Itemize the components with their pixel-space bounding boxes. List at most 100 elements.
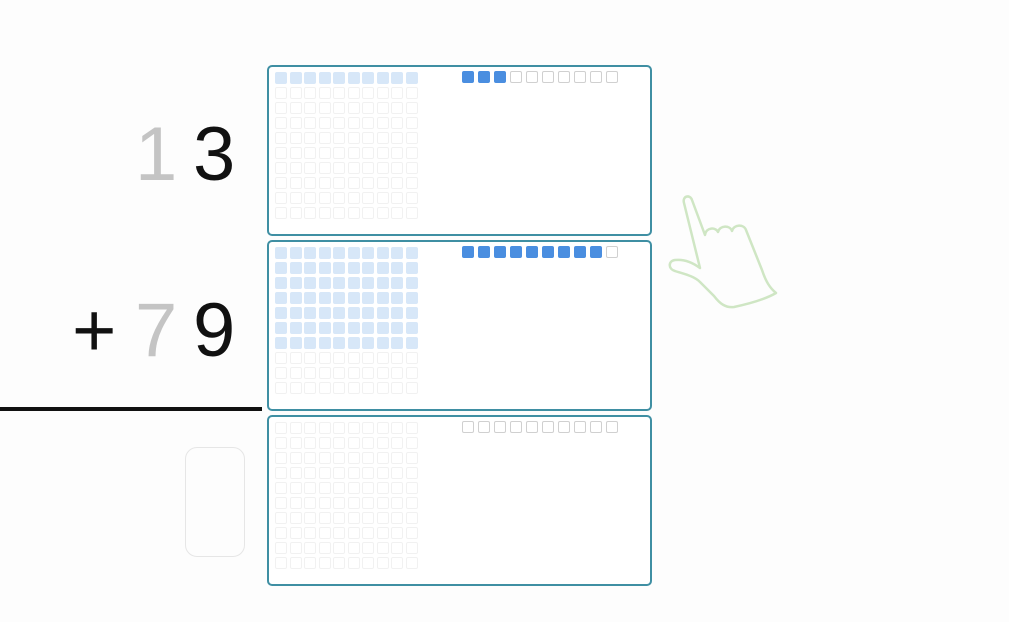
counting-panel-bottom[interactable] [267,415,652,586]
unit-cell[interactable] [347,247,360,259]
unit-cell[interactable] [304,482,316,494]
unit-cell[interactable] [362,557,374,569]
unit-cell[interactable] [304,177,316,189]
unit-cell[interactable] [318,482,331,494]
unit-cell[interactable] [405,352,418,364]
unit-cell[interactable] [318,367,331,379]
unit-cell[interactable] [318,527,331,539]
unit-cell[interactable] [333,102,345,114]
unit-cell[interactable] [405,437,418,449]
unit-cell[interactable] [347,177,360,189]
unit-cell[interactable] [289,352,302,364]
unit-cell[interactable] [347,207,360,219]
unit-cell[interactable] [275,277,287,289]
unit-cell[interactable] [289,337,302,349]
unit-cell[interactable] [318,322,331,334]
unit-cell[interactable] [405,322,418,334]
unit-cell[interactable] [376,132,389,144]
unit-cell[interactable] [347,527,360,539]
unit-cell[interactable] [362,292,374,304]
unit-cell[interactable] [304,277,316,289]
unit-cell[interactable] [362,262,374,274]
unit-cell[interactable] [405,292,418,304]
unit-cell[interactable] [304,102,316,114]
unit-cell[interactable] [289,542,302,554]
unit-cell[interactable] [318,437,331,449]
unit-cell[interactable] [391,72,403,84]
unit-cell[interactable] [362,207,374,219]
unit-cell[interactable] [289,117,302,129]
unit-cell[interactable] [289,557,302,569]
unit-cell[interactable] [405,247,418,259]
unit-cell[interactable] [347,512,360,524]
unit-cell[interactable] [318,247,331,259]
unit-cell[interactable] [275,497,287,509]
unit-cell[interactable] [289,422,302,434]
unit-cell[interactable] [289,467,302,479]
unit-cell[interactable] [376,452,389,464]
unit-cell[interactable] [347,322,360,334]
unit-cell[interactable] [405,467,418,479]
unit-cell[interactable] [333,557,345,569]
unit-cell[interactable] [376,117,389,129]
unit-cell[interactable] [405,262,418,274]
unit-cell[interactable] [405,277,418,289]
unit-cell[interactable] [376,557,389,569]
unit-cell[interactable] [347,117,360,129]
unit-cell[interactable] [318,132,331,144]
unit-cell[interactable] [289,247,302,259]
unit-cell[interactable] [275,117,287,129]
counting-panel-middle[interactable] [267,240,652,411]
unit-cell[interactable] [333,277,345,289]
unit-cell[interactable] [376,147,389,159]
unit-cell[interactable] [362,382,374,394]
unit-cell[interactable] [391,262,403,274]
unit-cell[interactable] [391,437,403,449]
unit-cell[interactable] [391,177,403,189]
unit-cell[interactable] [405,497,418,509]
unit-cell[interactable] [391,147,403,159]
unit-cell[interactable] [318,207,331,219]
unit-cell[interactable] [391,277,403,289]
unit-cell[interactable] [304,352,316,364]
unit-cell[interactable] [391,367,403,379]
unit-cell[interactable] [275,262,287,274]
unit-cell[interactable] [347,72,360,84]
unit-cell[interactable] [318,382,331,394]
unit-cell[interactable] [333,192,345,204]
unit-cell[interactable] [275,467,287,479]
unit-cell[interactable] [347,102,360,114]
unit-cell[interactable] [362,527,374,539]
unit-cell[interactable] [318,87,331,99]
unit-cell[interactable] [376,437,389,449]
unit-cell[interactable] [376,367,389,379]
unit-cell[interactable] [405,177,418,189]
unit-cell[interactable] [289,512,302,524]
unit-cell[interactable] [275,72,287,84]
unit-cell[interactable] [304,162,316,174]
unit-cell[interactable] [275,207,287,219]
unit-cell[interactable] [318,467,331,479]
unit-cell[interactable] [391,422,403,434]
unit-cell[interactable] [376,177,389,189]
unit-cell[interactable] [347,337,360,349]
unit-cell[interactable] [275,322,287,334]
unit-cell[interactable] [347,352,360,364]
unit-cell[interactable] [376,192,389,204]
unit-cell[interactable] [275,527,287,539]
unit-cell[interactable] [304,132,316,144]
unit-cell[interactable] [275,247,287,259]
unit-cell[interactable] [362,87,374,99]
unit-cell[interactable] [347,382,360,394]
unit-cell[interactable] [347,467,360,479]
unit-cell[interactable] [362,277,374,289]
unit-cell[interactable] [405,162,418,174]
unit-cell[interactable] [304,557,316,569]
unit-cell[interactable] [391,527,403,539]
unit-cell[interactable] [275,177,287,189]
unit-cell[interactable] [391,247,403,259]
unit-cell[interactable] [391,352,403,364]
unit-cell[interactable] [289,497,302,509]
unit-cell[interactable] [318,117,331,129]
unit-cell[interactable] [362,322,374,334]
